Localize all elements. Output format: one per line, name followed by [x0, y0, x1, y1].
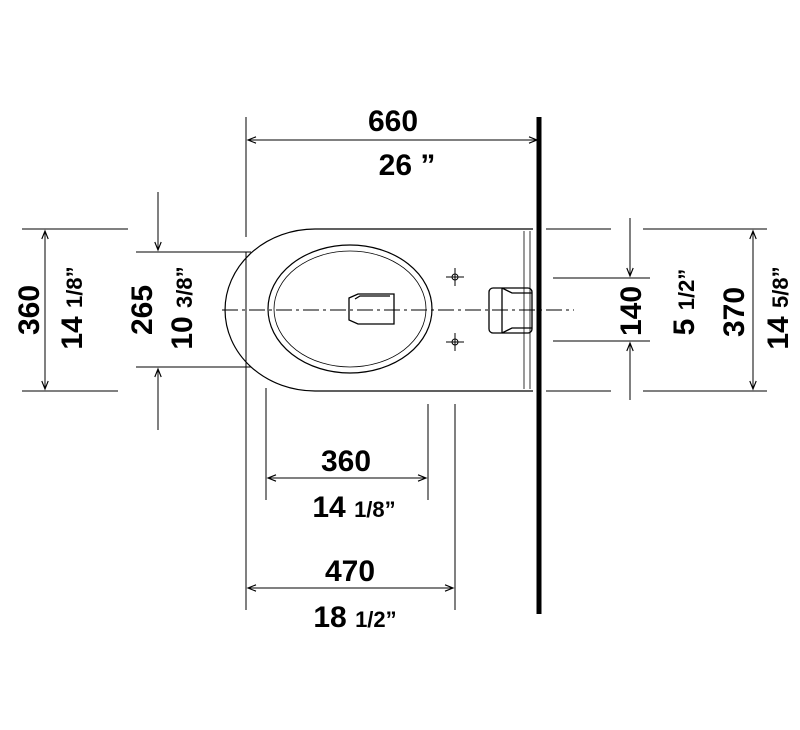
- bowl-fixing-inch-whole: 14: [312, 491, 346, 524]
- svg-text:14 1/8”: 14 1/8”: [56, 266, 89, 349]
- outlet-height-inch-whole: 5: [668, 319, 701, 336]
- front-fixing-inch-frac: 1/2”: [355, 607, 397, 632]
- inner-width-inch-whole: 10: [166, 316, 199, 349]
- tank-width-mm: 370: [718, 287, 751, 337]
- svg-text:5 1/2”: 5 1/2”: [668, 269, 701, 336]
- seat-width-inch-whole: 14: [56, 316, 89, 350]
- tank-width-inch-whole: 14: [762, 316, 795, 350]
- svg-text:14 5/8”: 14 5/8”: [762, 266, 795, 349]
- seat-width-inch-frac: 1/8”: [62, 266, 87, 308]
- inner-width-mm: 265: [126, 285, 159, 335]
- svg-text:18 1/2”: 18 1/2”: [313, 601, 396, 634]
- flush-opening: [348, 293, 395, 325]
- inner-width-inch-frac: 3/8”: [172, 266, 197, 308]
- seat-width-mm: 360: [13, 285, 46, 335]
- tank-width-inch-frac: 5/8”: [768, 266, 793, 308]
- dimension-lines: [41, 136, 757, 592]
- extension-lines: [22, 117, 767, 610]
- bowl-fixing-inch-frac: 1/8”: [354, 497, 396, 522]
- front-fixing-mm: 470: [325, 555, 375, 588]
- fixing-points: [446, 268, 464, 351]
- bowl-fixing-mm: 360: [321, 445, 371, 478]
- total-length-mm: 660: [368, 105, 418, 138]
- outlet-height-mm: 140: [615, 286, 648, 336]
- front-fixing-inch-whole: 18: [313, 601, 346, 634]
- total-length-inch: 26 ”: [379, 149, 436, 182]
- outlet-height-inch-frac: 1/2”: [674, 269, 699, 311]
- svg-text:14 1/8”: 14 1/8”: [312, 491, 395, 524]
- svg-text:10 3/8”: 10 3/8”: [166, 266, 199, 349]
